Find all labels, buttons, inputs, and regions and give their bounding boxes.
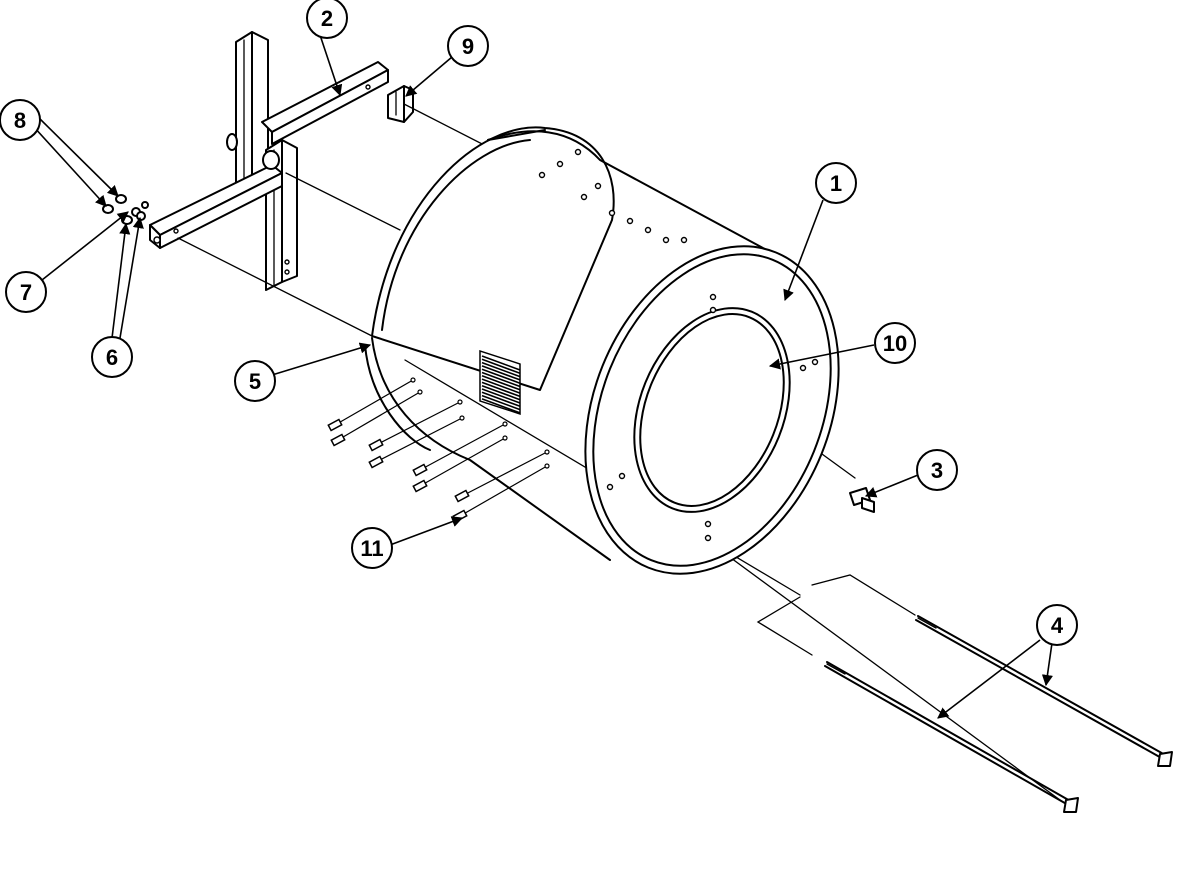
vent-slot bbox=[481, 365, 521, 381]
screw-hole bbox=[457, 399, 463, 405]
callout-8: 8 bbox=[0, 99, 41, 141]
callout-10: 10 bbox=[874, 322, 916, 364]
callout-3: 3 bbox=[916, 449, 958, 491]
callout-11-label: 11 bbox=[360, 536, 383, 561]
callout-3-label: 3 bbox=[931, 458, 943, 483]
screw-hole bbox=[502, 435, 508, 441]
screw-hole bbox=[544, 449, 550, 455]
callout-1-label: 1 bbox=[830, 171, 842, 196]
screw-centerline bbox=[375, 401, 461, 446]
vent-slot bbox=[481, 358, 521, 375]
vent-slot bbox=[481, 378, 521, 394]
callout-10-label: 10 bbox=[883, 331, 907, 356]
screw-hole bbox=[459, 415, 465, 421]
callout-2: 2 bbox=[306, 0, 348, 39]
vent-slot bbox=[481, 391, 521, 408]
vent-slot bbox=[481, 371, 521, 388]
callout-7-label: 7 bbox=[20, 280, 32, 305]
screw-centerline bbox=[419, 437, 506, 487]
callout-6: 6 bbox=[91, 336, 133, 378]
screw bbox=[412, 479, 428, 493]
callout-4: 4 bbox=[1036, 604, 1078, 646]
screw-hole bbox=[410, 377, 416, 383]
vent-slot bbox=[481, 368, 521, 384]
callout-2-label: 2 bbox=[321, 6, 333, 31]
callouts: 1 2 3 4 5 6 7 8 bbox=[0, 0, 1078, 719]
bolt-washer-nut-set bbox=[102, 194, 149, 225]
screw bbox=[412, 463, 428, 477]
screw bbox=[368, 438, 384, 452]
screw-hole bbox=[502, 421, 508, 427]
screw-centerline bbox=[334, 379, 414, 426]
screw-hole bbox=[544, 463, 550, 469]
screw bbox=[330, 433, 346, 447]
callout-1: 1 bbox=[815, 162, 857, 204]
vent-slot bbox=[481, 375, 521, 391]
screw-centerline bbox=[419, 423, 506, 471]
hex-bolt bbox=[849, 487, 875, 513]
screw-set bbox=[327, 377, 550, 523]
vent-slot bbox=[481, 388, 521, 404]
callout-9-label: 9 bbox=[462, 34, 474, 59]
callout-6-label: 6 bbox=[106, 345, 118, 370]
callout-4-label: 4 bbox=[1051, 613, 1064, 638]
screw-hole bbox=[417, 389, 423, 395]
drum-cylinder bbox=[364, 126, 840, 575]
callout-5-label: 5 bbox=[249, 369, 261, 394]
screw bbox=[327, 418, 343, 432]
screw-centerline bbox=[459, 465, 548, 517]
screw bbox=[368, 455, 384, 469]
callout-5: 5 bbox=[234, 360, 276, 402]
callout-7: 7 bbox=[5, 271, 47, 313]
screw bbox=[454, 489, 470, 503]
vent-slot bbox=[481, 384, 521, 401]
screw-centerline bbox=[461, 451, 548, 497]
callout-8-label: 8 bbox=[14, 108, 26, 133]
callout-9: 9 bbox=[447, 25, 489, 67]
vent-slot bbox=[481, 355, 521, 371]
vent-slot bbox=[481, 361, 521, 378]
support-frame bbox=[149, 31, 389, 291]
threaded-rods bbox=[824, 615, 1173, 813]
vent-slot bbox=[481, 394, 521, 411]
screw-centerline bbox=[375, 417, 463, 463]
screw-centerline bbox=[337, 391, 421, 441]
vent-slot bbox=[481, 381, 521, 398]
vent-slots bbox=[481, 355, 521, 414]
callout-11: 11 bbox=[351, 527, 393, 569]
vent-slot bbox=[481, 398, 521, 414]
mounting-bracket bbox=[387, 85, 414, 123]
